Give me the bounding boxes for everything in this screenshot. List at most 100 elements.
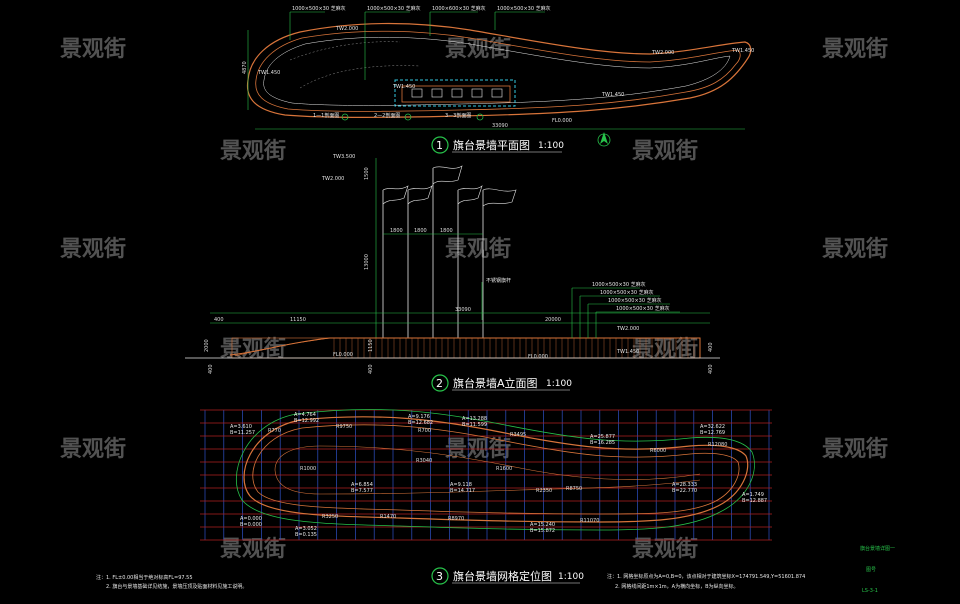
coord-a-label: A=32.622 xyxy=(700,424,725,430)
watermark: 景观街 xyxy=(822,236,888,262)
view-number: 2 xyxy=(436,377,443,390)
notes: 注：1. FL±0.00相当于绝对标高FL=97.55 2. 旗台与景墙基础详见… xyxy=(96,573,805,590)
view-number-circle xyxy=(431,567,449,585)
flag-base xyxy=(471,88,483,98)
radius-label: R8750 xyxy=(566,486,582,492)
elevation-leaders xyxy=(481,282,680,338)
view-number-circle xyxy=(431,136,449,154)
dim-text: 33090 xyxy=(455,307,471,313)
coord-b-label: B=12.992 xyxy=(294,418,319,424)
coord-b-label: B=15.872 xyxy=(530,528,555,534)
dim-text: 400 xyxy=(214,317,224,323)
coord-labels: A=3.610B=11.257A=4.764B=12.992A=9.176B=1… xyxy=(230,412,767,538)
radius-label: R1000 xyxy=(300,466,316,472)
watermark: 景观街 xyxy=(60,436,126,462)
coord-a-label: A=9.176 xyxy=(408,414,430,420)
radius-label: R700 xyxy=(418,428,431,434)
coord-b-label: B=0.135 xyxy=(295,532,317,538)
dim-text: 1800 xyxy=(390,228,403,234)
coord-b-label: B=11.599 xyxy=(462,422,487,428)
plan-leaders xyxy=(289,11,545,80)
section-markers xyxy=(341,113,484,121)
level-label: TW1.450 xyxy=(616,349,639,355)
elevation-view: 1500 13000 TW3.500 TW2.000 1800 1800 180… xyxy=(185,154,720,392)
callout-text: 1000×600×30 芝麻灰 xyxy=(432,5,486,12)
coord-b-label: B=12.887 xyxy=(742,498,767,504)
view-number-circle xyxy=(431,374,449,392)
level-label: FL0.000 xyxy=(552,118,572,124)
watermark: 景观街 xyxy=(60,236,126,262)
coord-a-label: A=9.118 xyxy=(450,482,472,488)
level-label: TW2.000 xyxy=(616,326,639,332)
section-label: 1—1剖面图 xyxy=(313,112,339,119)
dim-text: 20000 xyxy=(545,317,561,323)
flag-base xyxy=(491,88,503,98)
level-label: TW3.500 xyxy=(332,154,355,160)
coord-a-label: A=6.854 xyxy=(351,482,373,488)
dim-text: 1800 xyxy=(414,228,427,234)
view-number: 1 xyxy=(436,139,443,152)
view-title: 旗台景墙平面图 xyxy=(453,138,530,152)
watermark: 景观街 xyxy=(445,36,511,62)
dim-text: 2000 xyxy=(204,339,210,352)
radius-label: R9750 xyxy=(336,424,352,430)
level-label: TW2.000 xyxy=(651,50,674,56)
flag-icon xyxy=(382,165,517,207)
radius-label: R1600 xyxy=(496,466,512,472)
radius-label: R2350 xyxy=(536,488,552,494)
plan-view: 1000×500×30 芝麻灰 1000×500×30 芝麻灰 1000×600… xyxy=(242,5,754,154)
inner-wall-line xyxy=(274,469,701,495)
coord-a-label: A=25.877 xyxy=(590,434,615,440)
coord-b-label: B=22.770 xyxy=(672,488,697,494)
radius-label: R1470 xyxy=(380,514,396,520)
flag-platform-inner xyxy=(401,85,511,103)
callout-text: 1000×500×30 芝麻灰 xyxy=(497,5,551,12)
wall-hatch xyxy=(333,338,695,358)
watermark: 景观街 xyxy=(822,36,888,62)
wall-profile xyxy=(229,337,701,358)
watermark: 景观街 xyxy=(60,36,126,62)
callout-text: 1000×500×30 芝麻灰 xyxy=(608,297,662,304)
level-label: TW2.000 xyxy=(335,26,358,32)
view-scale: 1:100 xyxy=(558,572,584,582)
view-scale: 1:100 xyxy=(538,141,564,151)
dim-text: 1150 xyxy=(368,339,374,352)
drawing-name: 旗台景墙详图一 xyxy=(860,545,895,552)
flag-base xyxy=(431,88,443,98)
coord-a-label: A=3.052 xyxy=(295,526,317,532)
grid-layout-view: A=3.610B=11.257A=4.764B=12.992A=9.176B=1… xyxy=(200,409,772,585)
wall-outline xyxy=(243,416,749,523)
wall-inner-outline xyxy=(252,424,740,515)
coord-b-label: B=12.682 xyxy=(408,420,433,426)
north-arrow-icon xyxy=(597,132,611,147)
dim-text: 1800 xyxy=(440,228,453,234)
flag-base xyxy=(411,88,423,98)
flag-base xyxy=(451,88,463,98)
dim-text: 11150 xyxy=(290,317,306,323)
coord-b-label: B=0.000 xyxy=(240,522,262,528)
radius-label: R3250 xyxy=(322,514,338,520)
wall-inner-outline xyxy=(255,30,741,112)
section-label: 2—2剖面图 xyxy=(374,112,400,119)
radius-label: R6000 xyxy=(650,448,666,454)
coord-b-label: B=7.577 xyxy=(351,488,373,494)
callout-text: 1000×500×30 芝麻灰 xyxy=(616,305,670,312)
drawing-number-label: 图号 xyxy=(866,567,876,573)
flag-platform xyxy=(394,79,516,107)
dim-text: 400 xyxy=(208,364,214,374)
view-scale: 1:100 xyxy=(546,379,572,389)
contour-line xyxy=(289,41,401,61)
watermark: 景观街 xyxy=(822,436,888,462)
callout-text: 1000×500×30 芝麻灰 xyxy=(600,289,654,296)
wall-cap-line xyxy=(263,36,731,106)
dim-text: 1500 xyxy=(364,167,370,180)
drawing-number: LS-3-1 xyxy=(862,588,878,594)
coord-a-label: A=1.749 xyxy=(742,492,764,498)
level-label: TW1.450 xyxy=(601,92,624,98)
dim-text: 33090 xyxy=(492,123,508,129)
note-text: 注：1. 网格坐标原点为A=0,B=0，该点相对于建筑坐标X=174791.54… xyxy=(607,573,805,580)
dim-text: 13000 xyxy=(364,254,370,270)
